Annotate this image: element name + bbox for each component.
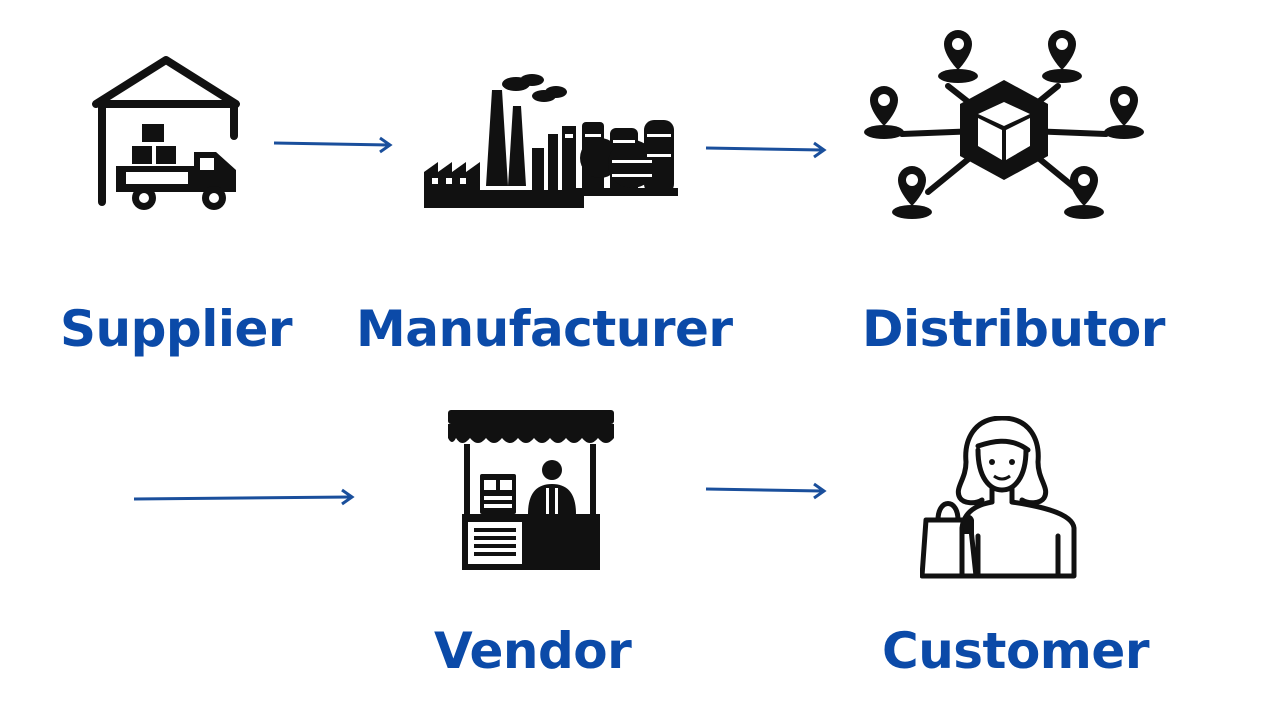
node-label-manufacturer: Manufacturer (356, 300, 733, 358)
arrow-to-vendor (133, 488, 355, 506)
distribution-network-icon (864, 30, 1144, 219)
arrow-vendor-to-customer (705, 482, 827, 500)
node-label-customer: Customer (882, 622, 1149, 680)
node-label-distributor: Distributor (862, 300, 1165, 358)
market-stall-icon (448, 410, 614, 570)
warehouse-truck-icon (92, 56, 240, 210)
arrow-manufacturer-to-distributor (705, 141, 827, 159)
node-label-vendor: Vendor (434, 622, 632, 680)
factory-icon (424, 74, 678, 208)
arrow-supplier-to-manufacturer (273, 136, 393, 154)
node-label-supplier: Supplier (60, 300, 293, 358)
shopper-icon (920, 416, 1077, 579)
